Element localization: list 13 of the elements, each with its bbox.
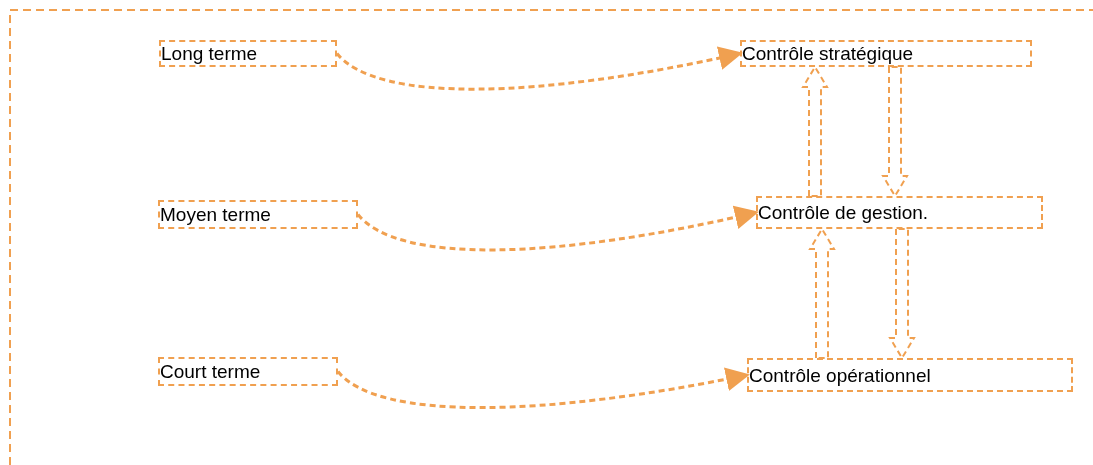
text-box: Moyen terme [158, 200, 358, 229]
block-arrow [888, 228, 916, 360]
curved-arrow [337, 367, 750, 409]
text-box: Long terme [159, 40, 337, 67]
block-arrow [801, 65, 829, 197]
block-arrow [881, 66, 909, 198]
curved-arrow [336, 46, 743, 91]
text-box: Court terme [158, 357, 338, 386]
text-box: Contrôle opérationnel [747, 358, 1073, 392]
text-box: Contrôle de gestion. [756, 196, 1043, 229]
block-arrow [808, 227, 836, 359]
curved-arrow [357, 205, 759, 252]
text-box: Contrôle stratégique [740, 40, 1032, 67]
